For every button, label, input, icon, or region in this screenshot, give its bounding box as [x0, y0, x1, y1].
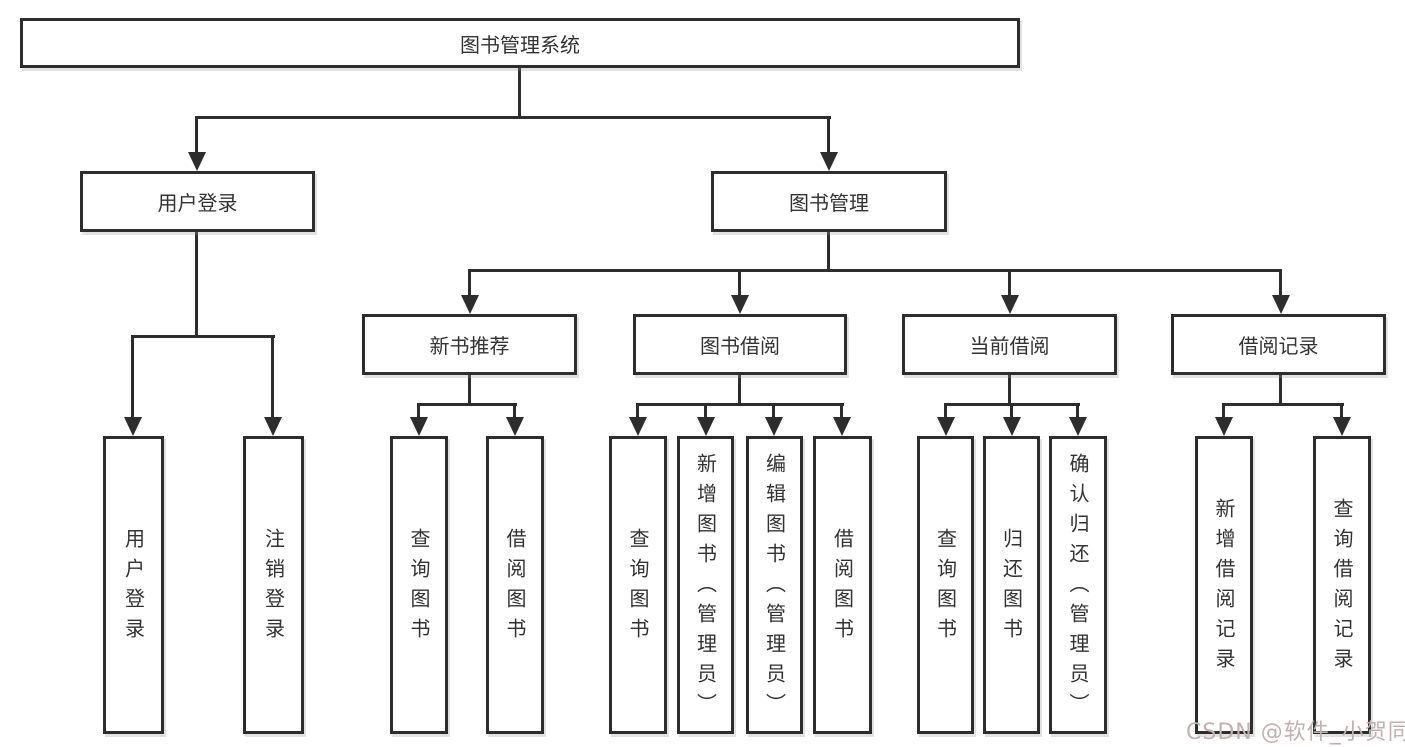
connector-book-borrow-stub — [738, 375, 741, 405]
arrow-down-icon — [410, 417, 428, 436]
connector-drop-leaf-logout — [271, 335, 274, 420]
connector-new-book-stub — [468, 375, 471, 405]
node-new-book-recommend: 新书推荐 — [362, 314, 577, 375]
connector-drop-current-borrow — [1008, 269, 1011, 300]
connector-drop-leaf — [772, 403, 775, 420]
leaf-query-books-recommend: 查询图书 — [390, 436, 448, 734]
leaf-borrow-books: 借阅图书 — [813, 436, 872, 734]
arrow-down-icon — [1001, 295, 1019, 314]
connector-drop-leaf — [944, 403, 947, 420]
connector-drop-leaf-user-login — [131, 335, 134, 420]
arrow-down-icon — [937, 417, 955, 436]
connector-drop-leaf — [840, 403, 843, 420]
connector-drop-leaf — [704, 403, 707, 420]
arrow-down-icon — [731, 295, 749, 314]
connector-level1-hline — [195, 116, 831, 119]
node-root: 图书管理系统 — [20, 18, 1020, 68]
arrow-down-icon — [1069, 417, 1087, 436]
node-current-borrow: 当前借阅 — [902, 314, 1117, 375]
arrow-down-icon — [1215, 417, 1233, 436]
leaf-query-books-current: 查询图书 — [917, 436, 974, 734]
leaf-add-borrow-record: 新增借阅记录 — [1195, 436, 1253, 734]
node-user-login: 用户登录 — [80, 171, 315, 232]
arrow-down-icon — [124, 417, 142, 436]
arrow-down-icon — [629, 417, 647, 436]
connector-drop-book-borrow — [738, 269, 741, 300]
arrow-down-icon — [1003, 417, 1021, 436]
connector-drop-leaf — [1340, 403, 1343, 420]
leaf-add-book-admin: 新增图书（管理员） — [677, 436, 734, 734]
connector-new-book-hline — [417, 403, 517, 406]
leaf-query-books-borrow: 查询图书 — [609, 436, 667, 734]
connector-drop-leaf — [1076, 403, 1079, 420]
arrow-down-icon — [697, 417, 715, 436]
arrow-down-icon — [461, 295, 479, 314]
connector-drop-leaf — [513, 403, 516, 420]
connector-borrow-records-stub — [1279, 375, 1282, 405]
connector-drop-book-management — [827, 116, 830, 158]
leaf-user-login: 用户登录 — [103, 436, 164, 734]
connector-drop-borrow-records — [1279, 269, 1282, 300]
leaf-edit-book-admin: 编辑图书（管理员） — [746, 436, 803, 734]
connector-drop-new-book — [468, 269, 471, 300]
leaf-return-book: 归还图书 — [983, 436, 1040, 734]
arrow-down-icon — [820, 152, 838, 171]
leaf-logout: 注销登录 — [243, 436, 304, 734]
arrow-down-icon — [1272, 295, 1290, 314]
connector-current-borrow-stub — [1008, 375, 1011, 405]
arrow-down-icon — [833, 417, 851, 436]
connector-level3-hline — [468, 269, 1282, 272]
arrow-down-icon — [188, 152, 206, 171]
arrow-down-icon — [506, 417, 524, 436]
connector-book-management-stub — [827, 232, 830, 272]
connector-user-login-stub — [195, 232, 198, 338]
node-book-borrow: 图书借阅 — [633, 314, 847, 375]
connector-root-stub — [518, 68, 521, 118]
leaf-query-borrow-record: 查询借阅记录 — [1313, 436, 1371, 734]
connector-drop-leaf — [636, 403, 639, 420]
csdn-watermark: CSDN @软件_小贺同学 — [1186, 720, 1405, 745]
connector-drop-user-login — [195, 116, 198, 158]
arrow-down-icon — [765, 417, 783, 436]
connector-drop-leaf — [1222, 403, 1225, 420]
leaf-borrow-books-recommend: 借阅图书 — [486, 436, 544, 734]
connector-user-login-hline — [131, 335, 275, 338]
arrow-down-icon — [1333, 417, 1351, 436]
leaf-confirm-return-admin: 确认归还（管理员） — [1049, 436, 1107, 734]
connector-drop-leaf — [1010, 403, 1013, 420]
arrow-down-icon — [264, 417, 282, 436]
connector-borrow-records-hline — [1222, 403, 1344, 406]
node-borrow-records: 借阅记录 — [1171, 314, 1386, 375]
node-book-management: 图书管理 — [711, 171, 947, 232]
connector-drop-leaf — [417, 403, 420, 420]
connector-book-borrow-hline — [636, 403, 844, 406]
